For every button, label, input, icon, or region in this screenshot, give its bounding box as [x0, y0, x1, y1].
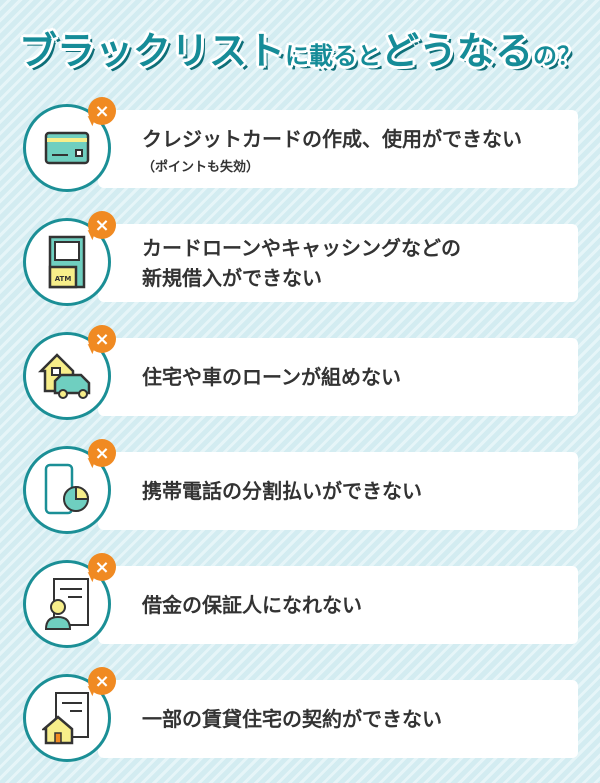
- credit-card-icon: [44, 131, 90, 165]
- x-badge-icon: ×: [88, 211, 116, 239]
- title-part: どうなる: [381, 29, 534, 73]
- item-text: カードローンやキャッシングなどの: [142, 236, 461, 260]
- list-item: 一部の賃貸住宅の契約ができない ×: [0, 667, 600, 763]
- atm-icon: ATM: [48, 235, 86, 289]
- item-text: クレジットカードの作成、使用ができない: [142, 126, 522, 151]
- list-item: 携帯電話の分割払いができない ×: [0, 439, 600, 535]
- x-badge-icon: ×: [88, 97, 116, 125]
- title-part: に載ると: [285, 42, 381, 70]
- item-text: 一部の賃貸住宅の契約ができない: [142, 707, 442, 731]
- item-text: 借金の保証人になれない: [142, 593, 362, 617]
- item-card: 携帯電話の分割払いができない: [98, 452, 578, 530]
- title-part: の？: [533, 42, 582, 70]
- item-card: 住宅や車のローンが組めない: [98, 338, 578, 416]
- item-card: クレジットカードの作成、使用ができない （ポイントも失効）: [98, 110, 578, 188]
- item-subtext: （ポイントも失効）: [142, 159, 260, 175]
- item-card: 借金の保証人になれない: [98, 566, 578, 644]
- list-item: クレジットカードの作成、使用ができない （ポイントも失効） ×: [0, 97, 600, 193]
- item-text: 住宅や車のローンが組めない: [142, 365, 401, 389]
- title-part: ブラックリスト: [18, 29, 285, 73]
- house-car-icon: [37, 353, 91, 399]
- house-contract-icon: [42, 692, 89, 745]
- list-item: カードローンやキャッシングなどの新規借入ができない ATM ×: [0, 211, 600, 307]
- x-badge-icon: ×: [88, 325, 116, 353]
- list-item: 借金の保証人になれない ×: [0, 553, 600, 649]
- page-title: ブラックリストに載るとどうなるの？: [0, 20, 600, 75]
- x-badge-icon: ×: [88, 553, 116, 581]
- item-text: 新規借入ができない: [142, 266, 322, 290]
- item-text: 携帯電話の分割払いができない: [142, 479, 422, 503]
- smartphone-pie-icon: [44, 463, 90, 515]
- x-badge-icon: ×: [88, 439, 116, 467]
- atm-label: ATM: [55, 275, 72, 283]
- guarantor-document-icon: [44, 578, 89, 630]
- list-item: 住宅や車のローンが組めない ×: [0, 325, 600, 421]
- item-card: 一部の賃貸住宅の契約ができない: [98, 680, 578, 758]
- item-card: カードローンやキャッシングなどの新規借入ができない: [98, 224, 578, 302]
- x-badge-icon: ×: [88, 667, 116, 695]
